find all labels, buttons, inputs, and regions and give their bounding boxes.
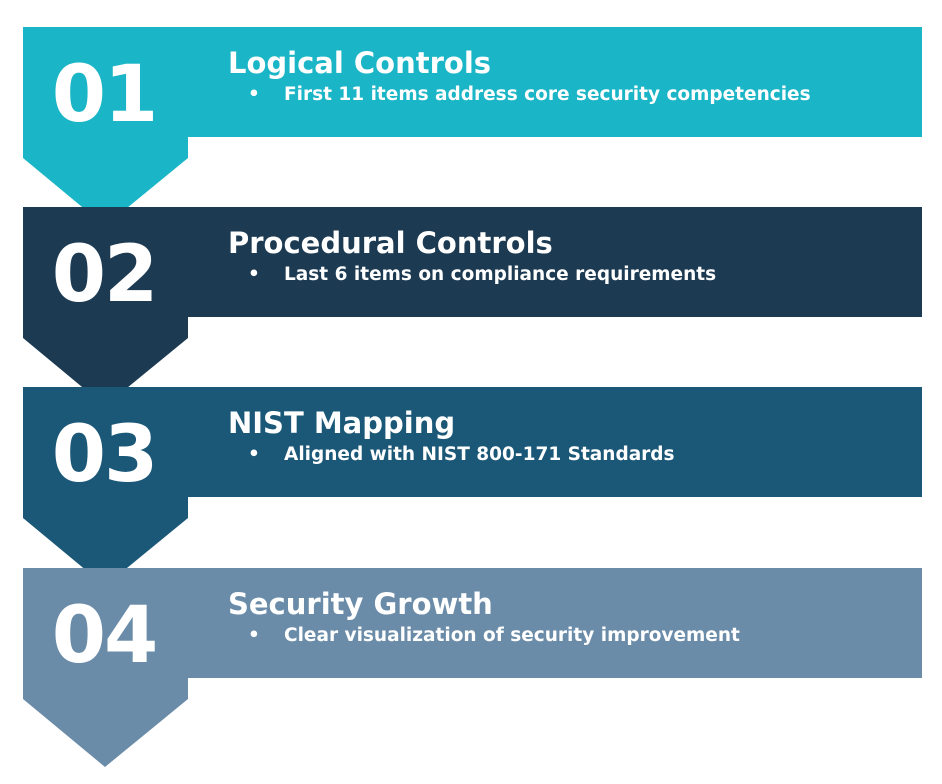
step-1-arrow-banner <box>23 27 922 226</box>
step-1: 01 Logical Controls • First 11 items add… <box>0 27 942 237</box>
step-4-bullet-text: Clear visualization of security improvem… <box>284 625 740 646</box>
step-3-title: NIST Mapping <box>228 406 456 440</box>
step-1-bullet-text: First 11 items address core security com… <box>284 84 811 105</box>
step-4-number: 04 <box>51 591 159 681</box>
step-1-bullet: • First 11 items address core security c… <box>248 83 918 107</box>
step-2-number: 02 <box>51 230 159 320</box>
step-2: 02 Procedural Controls • Last 6 items on… <box>0 207 942 417</box>
step-3-arrow-banner <box>23 387 922 586</box>
step-4: 04 Security Growth • Clear visualization… <box>0 568 942 778</box>
step-2-bullet-text: Last 6 items on compliance requirements <box>284 264 717 285</box>
step-4-text: Security Growth • Clear visualization of… <box>228 586 918 648</box>
bullet-dot-icon: • <box>248 84 260 105</box>
step-2-bullet: • Last 6 items on compliance requirement… <box>248 263 918 287</box>
step-4-title: Security Growth <box>228 587 493 621</box>
bullet-dot-icon: • <box>248 625 260 646</box>
step-4-bullet: • Clear visualization of security improv… <box>248 624 918 648</box>
step-1-number: 01 <box>51 50 159 140</box>
step-1-title: Logical Controls <box>228 46 492 80</box>
step-3-bullet: • Aligned with NIST 800-171 Standards <box>248 443 918 467</box>
step-1-text: Logical Controls • First 11 items addres… <box>228 45 918 107</box>
step-4-arrow-banner <box>23 568 922 767</box>
step-3-bullet-text: Aligned with NIST 800-171 Standards <box>284 444 675 465</box>
step-2-text: Procedural Controls • Last 6 items on co… <box>228 225 918 287</box>
bullet-dot-icon: • <box>248 444 260 465</box>
step-3-number: 03 <box>51 410 159 500</box>
step-2-arrow-banner <box>23 207 922 406</box>
bullet-dot-icon: • <box>248 264 260 285</box>
step-3: 03 NIST Mapping • Aligned with NIST 800-… <box>0 387 942 597</box>
step-3-text: NIST Mapping • Aligned with NIST 800-171… <box>228 405 918 467</box>
step-2-title: Procedural Controls <box>228 226 553 260</box>
